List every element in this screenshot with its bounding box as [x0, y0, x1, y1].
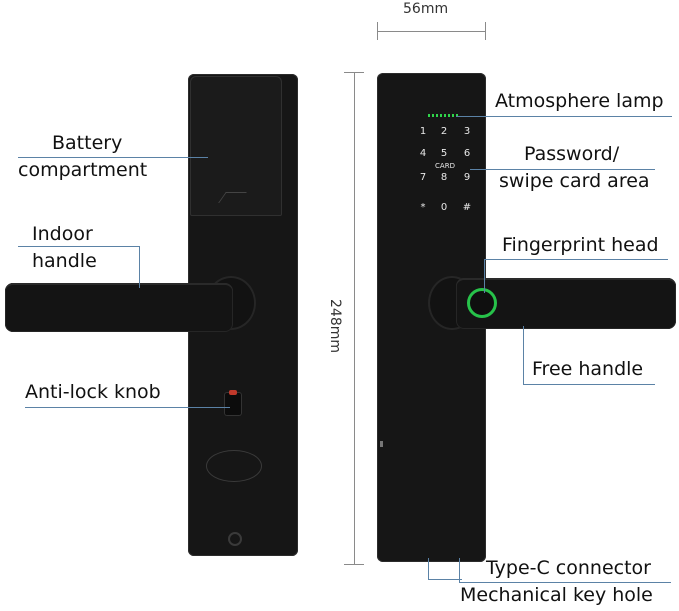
type-c-leader-drop	[459, 558, 460, 582]
keypad-key-0: 0	[440, 202, 448, 213]
side-indicator-dot	[380, 441, 383, 447]
keypad-key-star: *	[420, 202, 426, 213]
password-label-line2: swipe card area	[499, 170, 650, 192]
anti-lock-leader-line	[25, 407, 230, 408]
keypad-key-hash: #	[462, 202, 472, 213]
type-c-leader-line	[459, 582, 671, 583]
type-c-label: Type-C connector	[486, 557, 651, 579]
battery-leader-line	[18, 157, 208, 158]
keypad-key-6: 6	[463, 148, 471, 159]
width-dimension-tick-left	[377, 22, 378, 40]
fingerprint-label: Fingerprint head	[502, 234, 659, 256]
height-dimension-tick-top	[344, 72, 364, 73]
battery-label-line1: Battery	[52, 132, 123, 154]
width-dimension-label: 56mm	[403, 1, 449, 17]
keypad-key-7: 7	[419, 172, 427, 183]
password-leader-line	[470, 169, 655, 170]
atmosphere-lamp-leader-line	[456, 116, 672, 117]
free-handle-leader-drop	[523, 326, 524, 384]
keypad-key-8: 8	[440, 172, 448, 183]
fingerprint-leader-drop	[484, 259, 485, 293]
key-hole-label: Mechanical key hole	[460, 584, 653, 606]
keypad-key-9: 9	[463, 172, 471, 183]
atmosphere-lamp	[428, 114, 460, 117]
anti-lock-indicator	[229, 390, 237, 395]
free-handle-leader-line	[523, 384, 655, 385]
indoor-oval-cover	[206, 450, 262, 482]
height-dimension-label: 248mm	[327, 299, 343, 353]
password-label-line1: Password/	[524, 143, 620, 165]
battery-cover	[190, 76, 282, 216]
indoor-handle-leader-drop	[139, 246, 140, 288]
width-dimension-tick-right	[485, 22, 486, 40]
indoor-handle-lever	[5, 283, 233, 332]
indoor-screw-hole	[228, 532, 242, 546]
anti-lock-knob	[224, 392, 242, 416]
height-dimension-tick-bottom	[344, 564, 364, 565]
indoor-handle-leader-line	[18, 246, 140, 247]
fingerprint-leader-line	[484, 259, 668, 260]
fingerprint-icon	[467, 288, 497, 318]
indoor-handle-label-line2: handle	[32, 250, 97, 272]
keypad-key-4: 4	[419, 148, 427, 159]
key-hole-leader-line	[428, 579, 462, 580]
indoor-handle-label-line1: Indoor	[32, 223, 93, 245]
keypad-card-label: CARD	[435, 162, 455, 170]
width-dimension-line	[377, 31, 486, 32]
keypad-key-3: 3	[463, 126, 471, 137]
free-handle-label: Free handle	[532, 358, 644, 380]
key-hole-leader-drop	[428, 558, 429, 580]
keypad-key-5: 5	[440, 148, 448, 159]
keypad-key-2: 2	[440, 126, 448, 137]
height-dimension-line	[354, 72, 355, 565]
anti-lock-label: Anti-lock knob	[25, 381, 161, 403]
keypad-key-1: 1	[419, 126, 427, 137]
atmosphere-lamp-label: Atmosphere lamp	[495, 90, 664, 112]
battery-label-line2: compartment	[18, 159, 148, 181]
